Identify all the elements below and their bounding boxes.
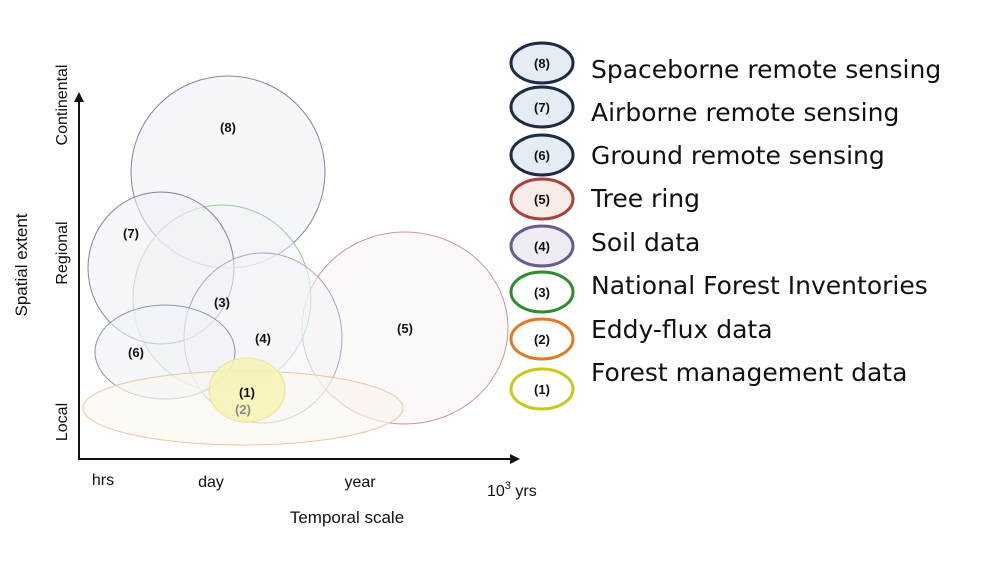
legend-item-2: (2) Eddy-flux data [509,315,773,361]
x-level-day: day [198,474,224,491]
bubble-label-1: (1) [239,385,255,400]
legend-badge-label-7: (7) [534,100,550,115]
legend-badge-7 [509,85,575,129]
bubble-label-5: (5) [397,321,413,336]
legend-item-3: (3) National Forest Inventories [509,270,928,314]
y-axis-title: Spatial extent [12,213,31,316]
axes [74,92,520,464]
legend-text-7: Airborne remote sensing [591,98,899,127]
legend-text-5: Tree ring [590,184,700,213]
legend-badge-2 [509,317,575,361]
x-level-thousand-unit: yrs [511,483,537,500]
bubble-layer [82,75,509,446]
bubble-label-3: (3) [214,295,230,310]
y-level-regional: Regional [54,221,71,284]
y-level-local: Local [54,403,71,441]
legend-item-8: (8) Spaceborne remote sensing [509,41,941,85]
legend-badge-label-2: (2) [534,332,550,347]
legend-badge-4 [509,224,575,268]
x-level-thousand-yrs: 103 yrs [487,480,537,500]
bubble-label-2: (2) [235,402,251,417]
legend-item-6: (6) Ground remote sensing [509,133,885,177]
x-level-hrs: hrs [92,472,114,489]
legend-text-6: Ground remote sensing [591,141,885,170]
x-level-thousand-base: 10 [487,483,505,500]
legend-badge-5 [509,177,575,221]
legend-badge-label-4: (4) [534,239,550,254]
legend-item-5: (5) Tree ring [509,177,700,221]
legend-text-4: Soil data [591,228,700,257]
legend-item-1: (1) Forest management data [509,358,907,411]
legend: (8) Spaceborne remote sensing (7) Airbor… [509,41,941,411]
legend-item-7: (7) Airborne remote sensing [509,85,899,129]
x-level-thousand-exponent: 3 [505,480,511,492]
legend-text-3: National Forest Inventories [591,271,928,300]
legend-item-4: (4) Soil data [509,224,700,268]
bubble-label-8: (8) [220,120,236,135]
bubble-label-4: (4) [255,331,271,346]
legend-badge-label-1: (1) [534,382,550,397]
legend-badge-label-5: (5) [534,192,550,207]
legend-badge-1 [509,367,575,411]
bubble-1-forest-management [208,357,286,423]
legend-badge-8 [509,41,575,85]
legend-badge-label-6: (6) [534,148,550,163]
legend-badge-3 [509,270,575,314]
x-level-year: year [344,474,376,491]
x-axis-title: Temporal scale [290,508,404,527]
legend-text-1: Forest management data [591,358,907,387]
bubble-label-6: (6) [128,345,144,360]
bubble-label-7: (7) [123,226,139,241]
y-level-continental: Continental [54,65,71,146]
bubble-labels: (8) (7) (3) (4) (5) (6) (1) (2) [123,120,413,417]
legend-badge-label-3: (3) [534,285,550,300]
legend-badge-label-8: (8) [534,56,550,71]
legend-text-2: Eddy-flux data [591,315,773,344]
legend-text-8: Spaceborne remote sensing [591,55,941,84]
legend-badge-6 [509,133,575,177]
